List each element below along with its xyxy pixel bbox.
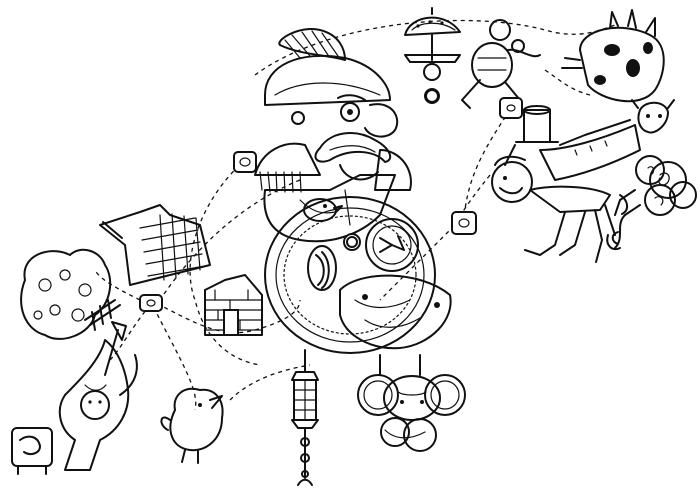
gem-left [139, 294, 163, 312]
cow [561, 9, 675, 134]
curly-ham-head [339, 274, 466, 452]
monkey-child [461, 19, 541, 109]
man-with-top-hat [491, 105, 641, 263]
toaster [11, 427, 53, 475]
gem-general-chest [425, 89, 439, 103]
gem-top-left [233, 151, 257, 173]
brick-house [204, 274, 263, 336]
gem-middle-right [451, 211, 477, 235]
gem-top-right [499, 97, 523, 119]
woman-with-shovel [58, 321, 138, 471]
lantern-pole [291, 349, 319, 486]
bird-on-umbrella-stand [404, 7, 461, 104]
rose-bouquet [611, 155, 697, 249]
skyscraper [99, 204, 211, 286]
rose-bush [20, 248, 121, 340]
gem-general-pendant [346, 236, 358, 248]
oval-platter [264, 196, 436, 354]
chick [160, 387, 224, 464]
